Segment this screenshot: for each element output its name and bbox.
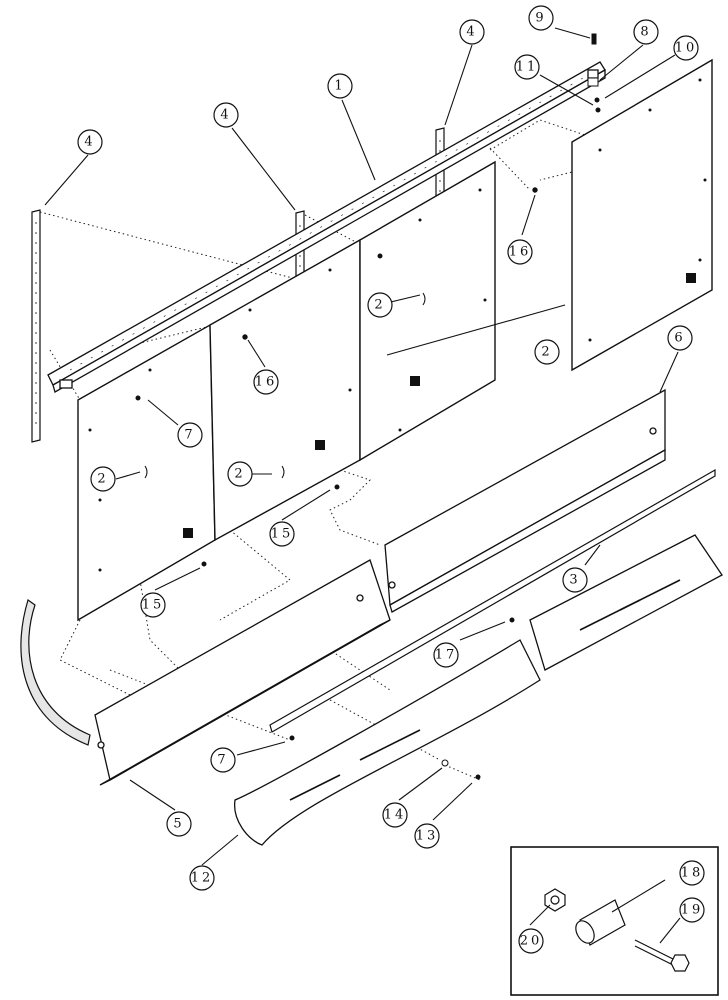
svg-text:2: 2 bbox=[97, 472, 108, 487]
svg-text:16: 16 bbox=[509, 245, 532, 260]
svg-text:9: 9 bbox=[535, 11, 546, 26]
callout-3: 3 bbox=[562, 567, 588, 593]
callout-19: 19 bbox=[679, 897, 705, 923]
callout-4-c: 4 bbox=[459, 19, 485, 45]
callout-18: 18 bbox=[679, 860, 705, 886]
callout-2-a: 2 bbox=[367, 292, 393, 318]
callout-2-d: 2 bbox=[227, 461, 253, 487]
callout-7-b: 7 bbox=[210, 747, 236, 773]
callout-8: 8 bbox=[633, 19, 659, 45]
callout-11: 11 bbox=[514, 54, 540, 80]
svg-text:4: 4 bbox=[220, 108, 231, 123]
svg-text:17: 17 bbox=[435, 648, 458, 663]
svg-text:20: 20 bbox=[520, 934, 543, 949]
callout-2-b: 2 bbox=[534, 339, 560, 365]
callout-7-a: 7 bbox=[177, 422, 203, 448]
svg-text:18: 18 bbox=[681, 866, 704, 881]
svg-text:12: 12 bbox=[191, 871, 214, 886]
svg-text:2: 2 bbox=[374, 298, 385, 313]
callout-16-a: 16 bbox=[507, 239, 533, 265]
callout-5: 5 bbox=[166, 811, 192, 837]
callout-15-b: 15 bbox=[140, 592, 166, 618]
svg-text:4: 4 bbox=[84, 135, 95, 150]
svg-text:3: 3 bbox=[569, 573, 580, 588]
part-6-trim bbox=[384, 388, 666, 613]
callout-14: 14 bbox=[382, 802, 408, 828]
callout-1: 1 bbox=[327, 73, 353, 99]
callout-6: 6 bbox=[667, 325, 693, 351]
part-2-panels bbox=[77, 58, 713, 622]
svg-text:11: 11 bbox=[516, 60, 539, 75]
callout-15-a: 15 bbox=[269, 521, 295, 547]
svg-text:10: 10 bbox=[675, 41, 698, 56]
svg-text:7: 7 bbox=[217, 753, 228, 768]
callout-12: 12 bbox=[189, 865, 215, 891]
callout-10: 10 bbox=[673, 35, 699, 61]
svg-text:1: 1 bbox=[334, 79, 345, 94]
svg-text:8: 8 bbox=[640, 25, 651, 40]
svg-text:5: 5 bbox=[173, 817, 184, 832]
svg-text:19: 19 bbox=[681, 903, 704, 918]
part-1-rail bbox=[47, 61, 606, 393]
callout-4-b: 4 bbox=[213, 102, 239, 128]
wavy-markers bbox=[144, 292, 426, 479]
callout-4-a: 4 bbox=[77, 129, 103, 155]
callout-17: 17 bbox=[433, 642, 459, 668]
part-seal-curve bbox=[20, 599, 91, 746]
leader-lines bbox=[44, 27, 679, 866]
svg-text:13: 13 bbox=[416, 829, 439, 844]
svg-text:15: 15 bbox=[142, 598, 165, 613]
callout-2-c: 2 bbox=[90, 466, 116, 492]
callout-16-b: 16 bbox=[253, 369, 279, 395]
callout-13: 13 bbox=[414, 823, 440, 849]
callout-9: 9 bbox=[528, 5, 554, 31]
decals bbox=[183, 273, 696, 538]
svg-text:2: 2 bbox=[541, 345, 552, 360]
svg-text:14: 14 bbox=[384, 808, 407, 823]
callout-20: 20 bbox=[518, 928, 544, 954]
svg-text:2: 2 bbox=[234, 467, 245, 482]
svg-text:15: 15 bbox=[271, 527, 294, 542]
svg-text:4: 4 bbox=[466, 25, 477, 40]
svg-text:7: 7 bbox=[184, 428, 195, 443]
part-12-cover bbox=[234, 534, 723, 846]
svg-text:6: 6 bbox=[674, 331, 685, 346]
callouts: 1 2 2 2 2 3 4 4 4 5 6 7 7 8 9 10 11 12 1… bbox=[77, 5, 705, 954]
part-5-trim bbox=[94, 559, 391, 786]
svg-text:16: 16 bbox=[255, 375, 278, 390]
hardware bbox=[135, 33, 601, 780]
part-3-strip bbox=[269, 468, 716, 733]
